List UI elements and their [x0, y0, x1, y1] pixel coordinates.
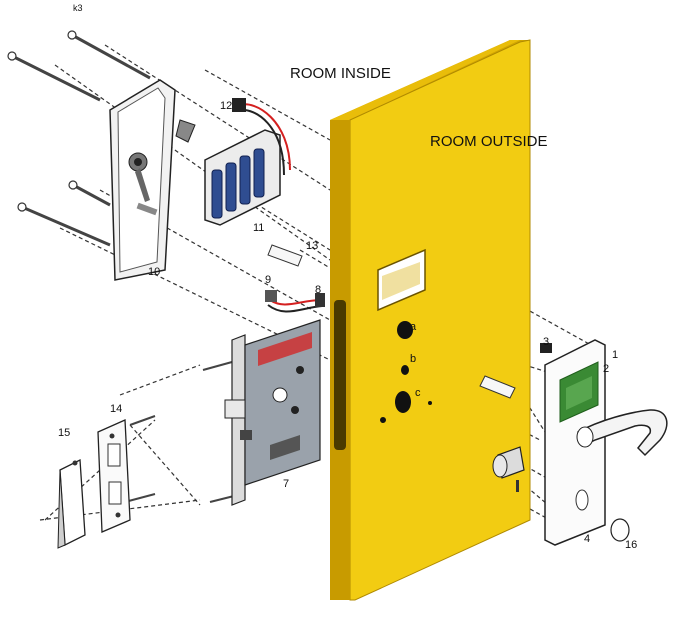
battery-cell-icon	[239, 155, 251, 205]
connector-icon	[315, 293, 325, 307]
part-1: 1	[612, 349, 618, 361]
spindle-bar	[479, 375, 516, 399]
battery-pack-icon	[204, 129, 281, 226]
part-15: 15	[58, 427, 70, 439]
hole-a: a	[410, 321, 417, 333]
battery-cell-icon	[253, 148, 265, 198]
part-13: 13	[306, 240, 318, 252]
mortise-lock-icon	[224, 319, 321, 506]
spindle-part	[267, 244, 303, 267]
outside-plate	[544, 339, 606, 546]
header-fragment: k3	[73, 3, 83, 13]
hole-c: c	[415, 387, 421, 399]
cap-icon	[610, 518, 630, 542]
inside-plate	[109, 79, 196, 281]
part-14: 14	[110, 403, 122, 415]
battery-cell-icon	[225, 162, 237, 212]
hole-b: b	[410, 353, 416, 365]
part-7: 7	[283, 478, 289, 490]
connector-icon	[540, 343, 552, 353]
connector-icon	[232, 98, 246, 112]
lever-handle-icon	[576, 409, 668, 457]
part-3: 3	[543, 336, 549, 348]
label-room-outside: ROOM OUTSIDE	[430, 133, 548, 150]
label-room-inside: ROOM INSIDE	[290, 65, 391, 82]
part-2: 2	[603, 363, 609, 375]
screw-icon	[11, 33, 239, 503]
part-12: 12	[220, 100, 232, 112]
strike-plate	[97, 419, 131, 533]
part-16: 16	[625, 539, 637, 551]
part-4: 4	[584, 533, 590, 545]
part-9: 9	[265, 274, 271, 286]
part-8: 8	[315, 284, 321, 296]
part-11: 11	[253, 222, 264, 234]
part-10: 10	[148, 266, 160, 278]
part-numbers: 12 11 13 10 9 8 7 14 15 3 2 1 4 16 a b c	[58, 100, 637, 551]
key-cylinder-icon	[492, 446, 525, 492]
connector-icon	[265, 290, 277, 302]
strike-box	[57, 458, 86, 549]
door	[330, 39, 531, 601]
battery-cell-icon	[211, 169, 223, 219]
